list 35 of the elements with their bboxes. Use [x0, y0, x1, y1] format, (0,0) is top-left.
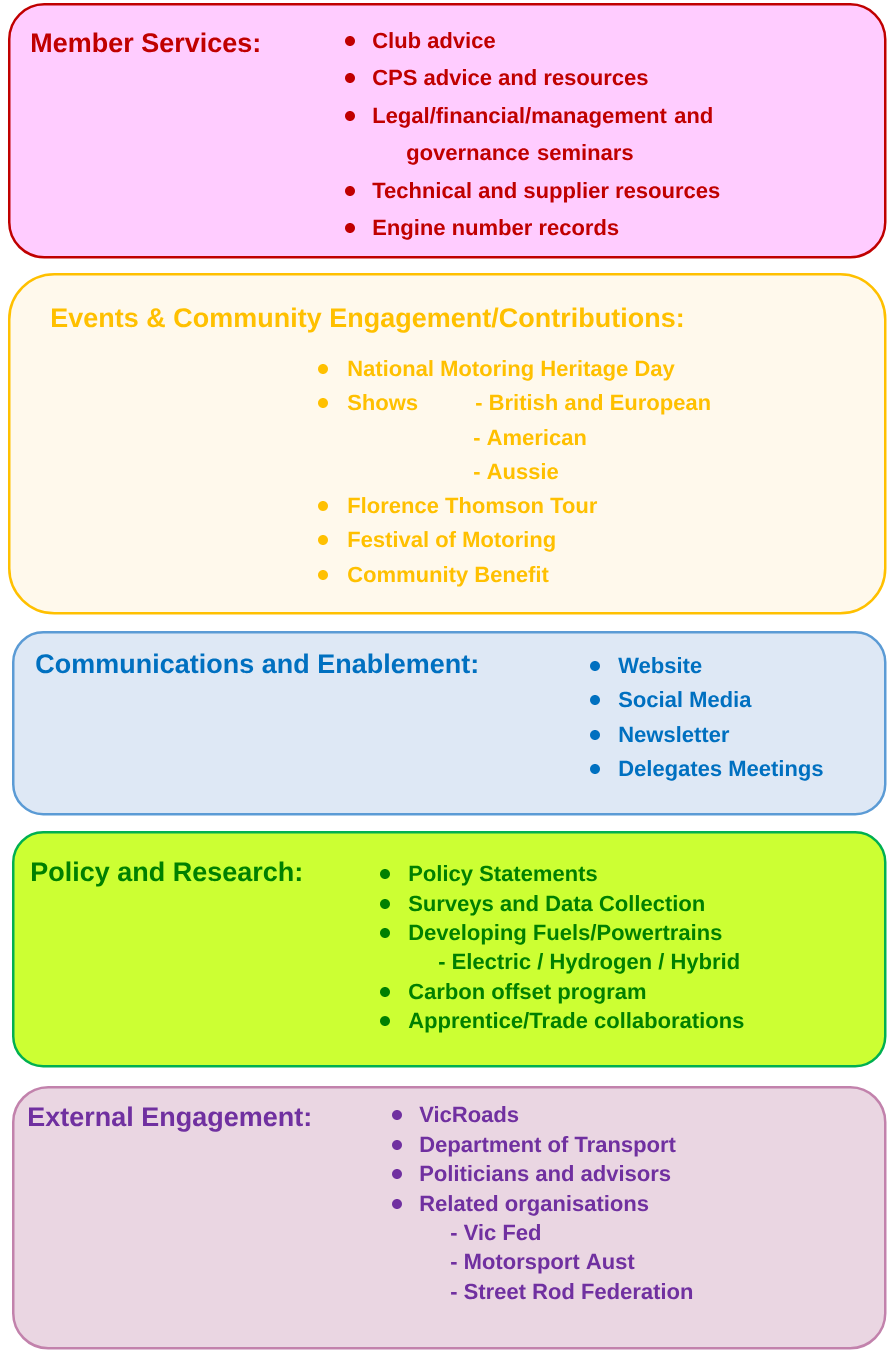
list-item: Florence Thomson Tour — [348, 497, 598, 514]
list-item: - Vic Fed — [451, 1224, 541, 1241]
list-item: Related organisations — [420, 1195, 649, 1216]
list-item: Shows — [347, 394, 418, 411]
list-item: Department of Transport — [420, 1136, 676, 1157]
list-item: Apprentice/Trade collaborations — [408, 1012, 744, 1033]
list-item: Newsletter — [619, 726, 730, 743]
section-heading: Events & Community Engagement/Contributions: — [52, 307, 683, 333]
list-item: Legal/financial/management and governance seminars — [373, 107, 712, 165]
section-heading: Policy and Research: — [32, 861, 301, 887]
section-heading: Member Services: — [32, 32, 259, 53]
list-item: Surveys and Data Collection — [408, 895, 704, 916]
list-item: Community Benefit — [348, 566, 549, 587]
list-item: VicRoads — [419, 1106, 519, 1123]
list-item: CPS advice and resources — [373, 69, 648, 86]
list-item: - Street Rod Federation — [451, 1283, 693, 1300]
list-item: National Motoring Heritage Day — [348, 360, 675, 381]
list-item: Website — [618, 657, 702, 674]
list-item: Politicians and advisors — [420, 1165, 671, 1182]
list-item: - Aussie — [474, 463, 558, 480]
section-heading: External Engagement: — [29, 1106, 310, 1132]
list-item: Developing Fuels/Powertrains — [409, 924, 722, 945]
list-item: Club advice — [373, 32, 495, 49]
list-item: - Motorsport Aust — [451, 1253, 635, 1274]
list-item: Festival of Motoring — [348, 531, 555, 552]
section-heading: Communications and Enablement: — [36, 653, 477, 674]
list-item: Engine number records — [373, 219, 619, 240]
list-item: - British and European — [476, 394, 710, 415]
list-item: Carbon offset program — [409, 983, 646, 1004]
list-item: Technical and supplier resources — [372, 182, 720, 203]
list-item: - American — [474, 429, 586, 446]
list-item: Social Media — [618, 691, 752, 708]
list-item: - Electric / Hydrogen / Hybrid — [439, 953, 739, 974]
list-item: Policy Statements — [409, 865, 597, 886]
list-item: Delegates Meetings — [619, 760, 823, 781]
